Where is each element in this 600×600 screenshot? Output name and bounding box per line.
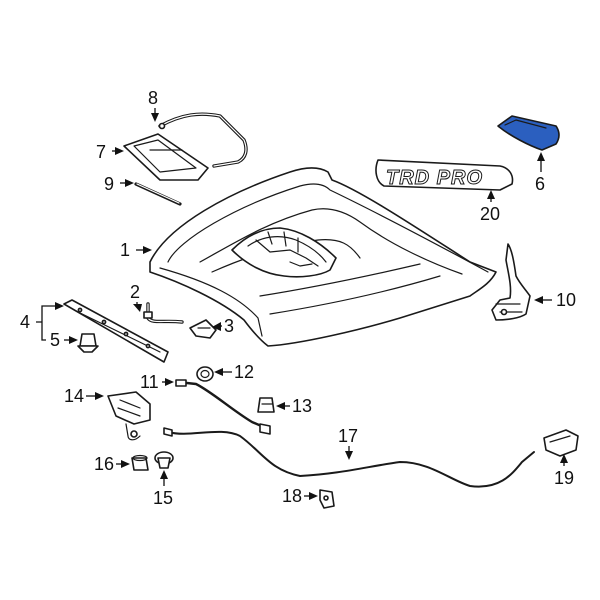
callout-11-number: 11 (140, 372, 159, 392)
callout-5: 5 (50, 330, 78, 350)
callout-5-number: 5 (50, 330, 60, 350)
callout-1-number: 1 (120, 240, 130, 260)
release-handle (543, 429, 579, 457)
callout-16-number: 16 (94, 454, 114, 474)
callout-4-number: 4 (20, 312, 30, 332)
callout-8-number: 8 (148, 88, 158, 108)
callout-17: 17 (338, 426, 358, 460)
emblem-lettering: TRD PRO (386, 167, 483, 189)
adjustable-stop (154, 451, 174, 469)
cable-clip (319, 489, 335, 509)
washer-hose (143, 302, 184, 324)
callout-4: 4 (20, 302, 64, 341)
hood-latch (107, 391, 151, 441)
latch-cable (163, 427, 535, 488)
callout-7: 7 (96, 142, 124, 162)
callout-6: 6 (535, 152, 545, 194)
callout-16: 16 (94, 454, 130, 474)
callout-12: 12 (214, 362, 254, 382)
callout-15-number: 15 (153, 488, 173, 508)
hood-scoop (231, 227, 337, 278)
callout-15: 15 (153, 470, 173, 508)
support-rod (134, 182, 182, 206)
washer-nozzle (189, 319, 217, 339)
callout-14-number: 14 (64, 386, 84, 406)
callout-18-number: 18 (282, 486, 302, 506)
callout-20: 20 (480, 190, 500, 224)
callout-13-number: 13 (292, 396, 312, 416)
scoop-insert (123, 133, 209, 181)
callout-11: 11 (140, 372, 174, 392)
callout-7-number: 7 (96, 142, 106, 162)
callout-2-number: 2 (130, 282, 140, 302)
callout-2: 2 (130, 282, 142, 312)
callout-9: 9 (104, 174, 134, 194)
scoop-frame (158, 112, 248, 168)
callout-6-number: 6 (535, 174, 545, 194)
callout-10-number: 10 (556, 290, 576, 310)
callout-12-number: 12 (234, 362, 254, 382)
hood-hinge (491, 243, 531, 321)
retainer-clip (77, 333, 99, 353)
grommet (196, 366, 214, 382)
hood-weatherstrip (63, 299, 169, 363)
highlighted-scoop-cover (497, 115, 560, 151)
callout-9-number: 9 (104, 174, 114, 194)
release-cable (175, 379, 271, 435)
callout-1: 1 (120, 240, 152, 260)
hood-bumper (257, 397, 275, 413)
callout-3-number: 3 (224, 316, 234, 336)
callout-18: 18 (282, 486, 318, 506)
callout-20-number: 20 (480, 204, 500, 224)
callout-14: 14 (64, 386, 104, 406)
callout-19-number: 19 (554, 468, 574, 488)
trd-pro-emblem: TRD PRO (375, 159, 514, 191)
callout-3: 3 (212, 316, 234, 336)
callout-8: 8 (148, 88, 159, 122)
callout-10: 10 (534, 290, 576, 310)
callout-17-number: 17 (338, 426, 358, 446)
callout-19: 19 (554, 454, 574, 488)
callout-13: 13 (276, 396, 312, 416)
rubber-stop (131, 454, 149, 471)
